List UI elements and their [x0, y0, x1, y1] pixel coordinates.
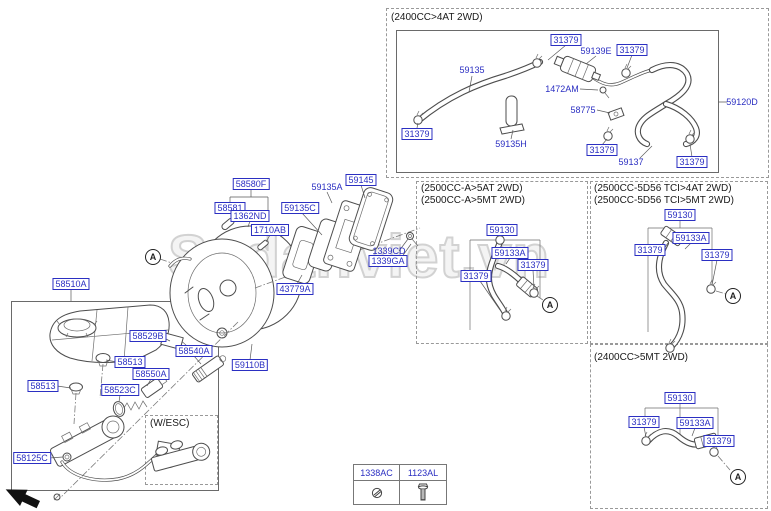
bolt-icon	[400, 481, 446, 504]
part-label-31379[interactable]: 31379	[634, 244, 666, 256]
part-label-58513[interactable]: 58513	[27, 380, 59, 392]
part-label-58510A[interactable]: 58510A	[52, 278, 90, 290]
legend-part-number[interactable]: 1338AC	[354, 465, 400, 481]
panel-title: (2400CC>4AT 2WD)	[391, 12, 483, 23]
part-label-59130[interactable]: 59130	[664, 392, 696, 404]
part-label-1339CD[interactable]: 1339CD	[372, 246, 406, 256]
part-label-58540A[interactable]: 58540A	[175, 345, 213, 357]
vacuum-hose-assembly-2400-4at	[413, 44, 727, 159]
part-label-58513[interactable]: 58513	[114, 356, 146, 368]
w-esc-box	[145, 415, 218, 485]
part-label-31379[interactable]: 31379	[517, 259, 549, 271]
ref-mark-A: A	[730, 469, 746, 485]
panel-title: (2500CC-5D56 TCI>4AT 2WD)	[594, 183, 732, 194]
panel-2500cc-5d56-box	[590, 181, 768, 344]
part-label-31379[interactable]: 31379	[550, 34, 582, 46]
panel-title: (2500CC-5D56 TCI>5MT 2WD)	[594, 195, 734, 206]
part-label-59135A[interactable]: 59135A	[311, 182, 343, 192]
part-label-59120D[interactable]: 59120D	[726, 97, 758, 107]
push-nut-clip-icon	[354, 481, 400, 504]
panel-2400cc-4at-box	[386, 8, 769, 178]
part-label-1710AB[interactable]: 1710AB	[250, 224, 290, 236]
panel-title: (W/ESC)	[150, 418, 190, 429]
part-label-59110B[interactable]: 59110B	[231, 359, 269, 371]
part-label-31379[interactable]: 31379	[676, 156, 708, 168]
legend-part-number[interactable]: 1123AL	[400, 465, 446, 481]
part-label-59133A[interactable]: 59133A	[676, 417, 714, 429]
panel-2400cc-5mt-box	[590, 344, 768, 509]
part-label-31379[interactable]: 31379	[401, 128, 433, 140]
vacuum-hose-2500cc-a	[469, 230, 544, 330]
ref-mark-A: A	[145, 249, 161, 265]
w-esc-master-cylinder	[151, 440, 211, 472]
part-label-59135H[interactable]: 59135H	[495, 139, 527, 149]
panel-title: (2500CC-A>5AT 2WD)	[421, 183, 523, 194]
part-label-31379[interactable]: 31379	[628, 416, 660, 428]
part-label-59145[interactable]: 59145	[345, 174, 377, 186]
part-label-43779A[interactable]: 43779A	[276, 283, 314, 295]
part-label-1339GA[interactable]: 1339GA	[368, 255, 408, 267]
part-label-31379[interactable]: 31379	[703, 435, 735, 447]
part-label-58523C[interactable]: 58523C	[101, 384, 139, 396]
master-cylinder-box	[11, 301, 219, 491]
part-label-31379[interactable]: 31379	[586, 144, 618, 156]
part-label-59139E[interactable]: 59139E	[580, 46, 612, 56]
panel-title: (2400CC>5MT 2WD)	[594, 352, 689, 363]
panel-title: (2500CC-A>5MT 2WD)	[421, 195, 526, 206]
part-label-58775[interactable]: 58775	[570, 105, 596, 115]
part-label-31379[interactable]: 31379	[616, 44, 648, 56]
part-label-59133A[interactable]: 59133A	[491, 247, 529, 259]
brake-booster	[168, 225, 325, 348]
part-label-31379[interactable]: 31379	[460, 270, 492, 282]
part-label-59137[interactable]: 59137	[618, 157, 644, 167]
part-label-59133A[interactable]: 59133A	[672, 232, 710, 244]
part-label-59130[interactable]: 59130	[486, 224, 518, 236]
part-label-58550A[interactable]: 58550A	[132, 368, 170, 380]
part-label-31379[interactable]: 31379	[701, 249, 733, 261]
panel-2400cc-4at-inner-box	[396, 30, 719, 173]
part-label-58580F[interactable]: 58580F	[232, 178, 270, 190]
part-label-58529B[interactable]: 58529B	[129, 330, 167, 342]
part-label-59135C[interactable]: 59135C	[281, 202, 319, 214]
part-label-58125C[interactable]: 58125C	[13, 452, 51, 464]
ref-mark-A: A	[542, 297, 558, 313]
part-label-59135[interactable]: 59135	[459, 65, 485, 75]
part-label-1362ND[interactable]: 1362ND	[230, 210, 270, 222]
panel-2500cc-a-box	[416, 181, 588, 344]
booster-gasket-stack	[221, 187, 421, 289]
fastener-legend-table: 1338AC 1123AL	[353, 464, 447, 505]
part-label-59130[interactable]: 59130	[664, 209, 696, 221]
ref-mark-A: A	[725, 288, 741, 304]
part-label-1472AM[interactable]: 1472AM	[545, 84, 579, 94]
leader-lines	[48, 184, 412, 459]
